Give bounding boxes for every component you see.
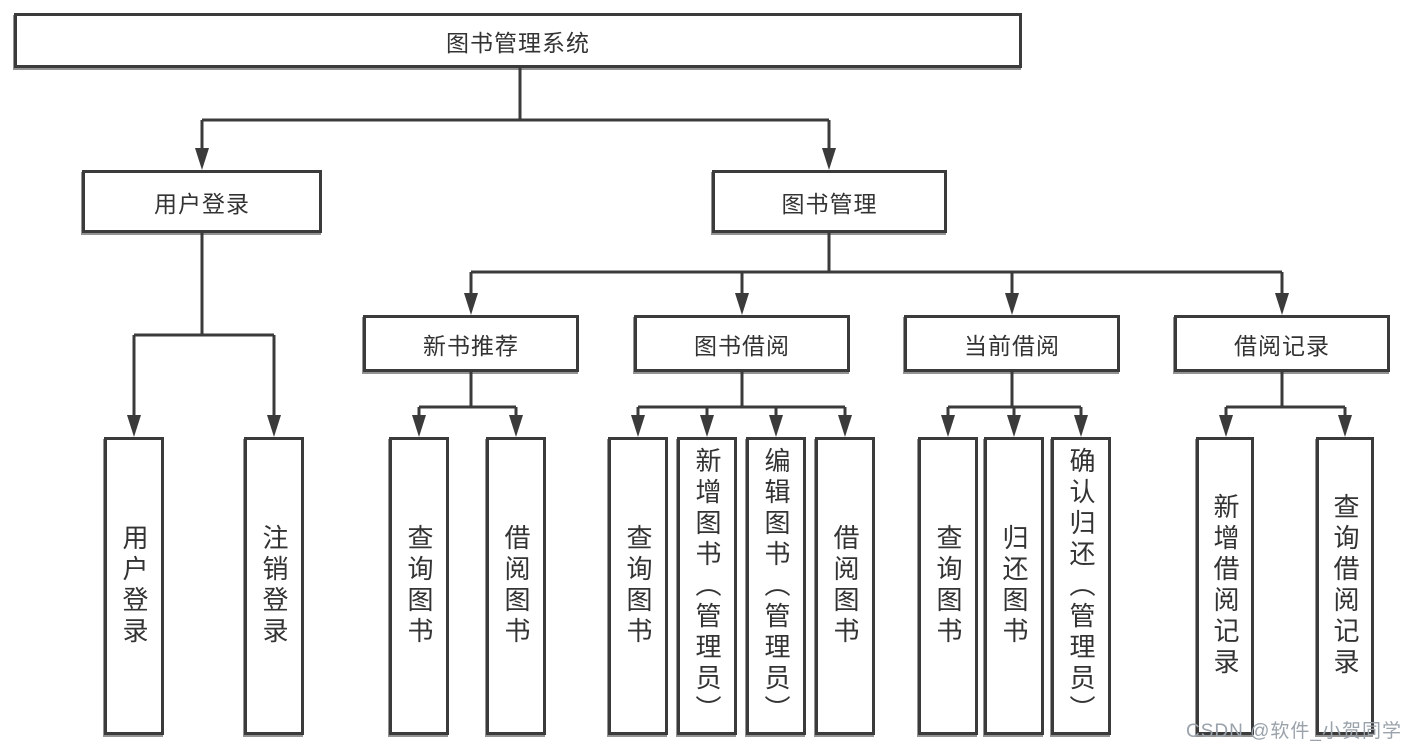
leaf-confirm-return-admin: 确认归还（管理员） (1051, 437, 1111, 735)
leaf-logout: 注销登录 (244, 437, 304, 735)
arrowhead-icon (267, 415, 281, 437)
node-label: 借阅图书 (501, 524, 531, 648)
node-label: 新增借阅记录 (1210, 493, 1240, 679)
arrowhead-icon (1219, 415, 1233, 437)
connector-line (636, 372, 847, 417)
node-label: 查询图书 (933, 524, 963, 648)
connector-line (200, 68, 831, 150)
node-library-system: 图书管理系统 (14, 13, 1022, 68)
arrowhead-icon (631, 415, 645, 437)
node-user-login: 用户登录 (82, 170, 322, 233)
node-label: 查询图书 (404, 524, 434, 648)
node-current-borrow: 当前借阅 (904, 315, 1120, 372)
node-label: 确认归还（管理员） (1066, 446, 1096, 726)
arrowhead-icon (769, 415, 783, 437)
arrowhead-icon (464, 293, 478, 315)
edge-borrow-records-children (1219, 372, 1352, 437)
edge-root-to-level1 (195, 68, 836, 170)
arrowhead-icon (1007, 415, 1021, 437)
arrowhead-icon (735, 293, 749, 315)
node-label: 新增图书（管理员） (692, 446, 722, 726)
arrowhead-icon (1275, 293, 1289, 315)
leaf-query-books-1: 查询图书 (389, 437, 449, 735)
node-new-book-recommend: 新书推荐 (363, 315, 579, 372)
node-label: 图书借阅 (694, 332, 790, 359)
leaf-query-books-2: 查询图书 (608, 437, 668, 735)
arrowhead-icon (700, 415, 714, 437)
node-label: 新书推荐 (423, 332, 519, 359)
edge-user-login-children (127, 233, 281, 437)
arrowhead-icon (195, 148, 209, 170)
node-label: 编辑图书（管理员） (761, 446, 791, 726)
leaf-add-book-admin: 新增图书（管理员） (677, 437, 737, 735)
connector-line (469, 233, 1284, 295)
leaf-user-login: 用户登录 (104, 437, 164, 735)
connector-line (946, 372, 1083, 417)
leaf-return-books: 归还图书 (984, 437, 1044, 735)
node-book-borrow: 图书借阅 (634, 315, 850, 372)
node-label: 查询借阅记录 (1330, 493, 1360, 679)
leaf-borrow-books-2: 借阅图书 (815, 437, 875, 735)
leaf-query-books-3: 查询图书 (918, 437, 978, 735)
node-borrow-records: 借阅记录 (1174, 315, 1390, 372)
node-label: 用户登录 (154, 190, 250, 217)
leaf-query-borrow-record: 查询借阅记录 (1316, 437, 1374, 735)
node-label: 借阅记录 (1234, 332, 1330, 359)
edge-current-borrow-children (941, 372, 1088, 437)
connector-line (1224, 372, 1347, 417)
arrowhead-icon (1338, 415, 1352, 437)
node-label: 图书管理系统 (446, 29, 590, 56)
arrowhead-icon (1005, 293, 1019, 315)
arrowhead-icon (412, 415, 426, 437)
node-book-management: 图书管理 (712, 170, 947, 233)
leaf-borrow-books-1: 借阅图书 (486, 437, 546, 735)
arrowhead-icon (509, 415, 523, 437)
node-label: 查询图书 (623, 524, 653, 648)
connector-line (417, 372, 518, 417)
arrowhead-icon (838, 415, 852, 437)
arrowhead-icon (941, 415, 955, 437)
arrowhead-icon (1074, 415, 1088, 437)
edge-book-borrow-children (631, 372, 852, 437)
arrowhead-icon (127, 415, 141, 437)
node-label: 借阅图书 (830, 524, 860, 648)
node-label: 用户登录 (119, 524, 149, 648)
arrowhead-icon (822, 148, 836, 170)
node-label: 归还图书 (999, 524, 1029, 648)
edge-book-management-children (464, 233, 1289, 315)
node-label: 图书管理 (781, 190, 878, 217)
node-label: 注销登录 (259, 524, 289, 648)
leaf-add-borrow-record: 新增借阅记录 (1196, 437, 1254, 735)
leaf-edit-book-admin: 编辑图书（管理员） (746, 437, 806, 735)
edge-new-book-recommend-children (412, 372, 523, 437)
watermark: CSDN @软件_小贺同学 (1186, 721, 1402, 742)
connector-line (132, 233, 276, 417)
node-label: 当前借阅 (964, 332, 1060, 359)
